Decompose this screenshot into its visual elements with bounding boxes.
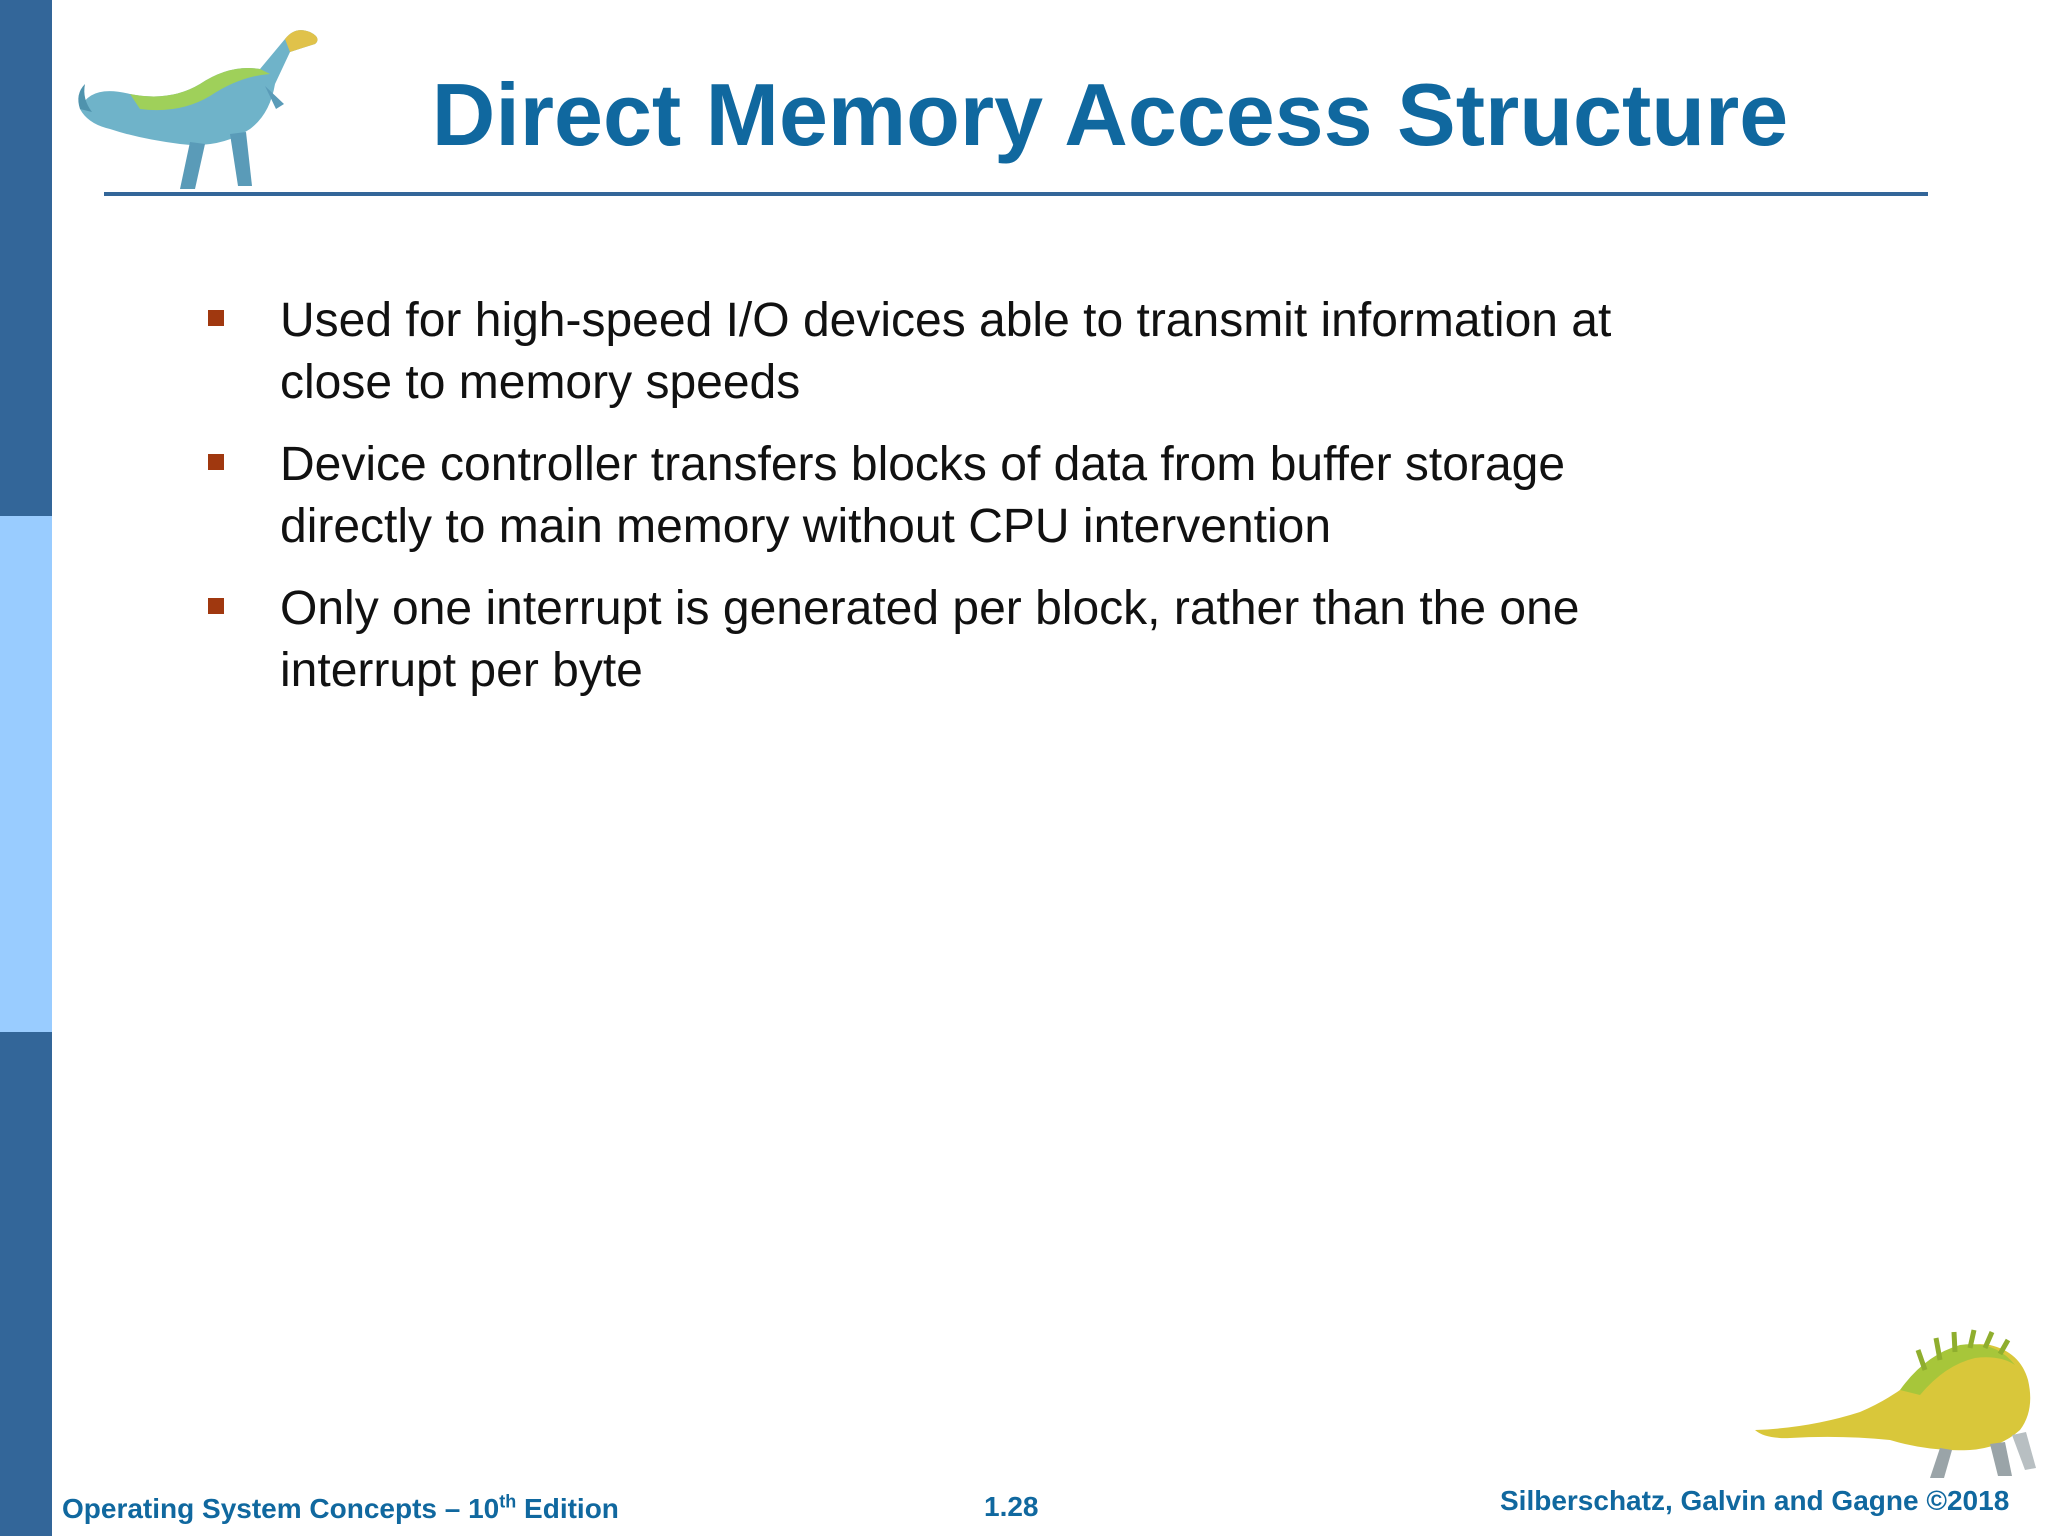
bullet-square-icon [208,598,224,614]
bullet-square-icon [208,310,224,326]
footer-book-title-suffix: Edition [516,1493,619,1524]
footer-copyright: Silberschatz, Galvin and Gagne ©2018 [1500,1485,2010,1516]
list-item: Device controller transfers blocks of da… [200,434,1720,558]
bullet-text: Device controller transfers blocks of da… [280,438,1566,553]
side-bar-top-segment [0,0,52,516]
bullet-text: Only one interrupt is generated per bloc… [280,582,1580,697]
footer-book-title-prefix: Operating System Concepts – 10 [62,1493,500,1524]
page-title: Direct Memory Access Structure [431,65,1789,164]
bullet-square-icon [208,454,224,470]
footer-book-title: Operating System Concepts – 10th Edition [62,1492,619,1526]
dinosaur-icon [1755,1329,2036,1478]
list-item: Only one interrupt is generated per bloc… [200,578,1720,702]
title-divider [104,192,1928,196]
footer-slide-number: 1.28 [984,1491,1039,1522]
dinosaur-icon [78,30,318,189]
side-bar [0,0,52,1536]
side-bar-middle-segment [0,516,52,1032]
bullet-text: Used for high-speed I/O devices able to … [280,294,1612,409]
footer-book-title-superscript: th [499,1491,517,1512]
bullet-list: Used for high-speed I/O devices able to … [200,290,1720,722]
list-item: Used for high-speed I/O devices able to … [200,290,1720,414]
side-bar-bottom-segment [0,1032,52,1536]
